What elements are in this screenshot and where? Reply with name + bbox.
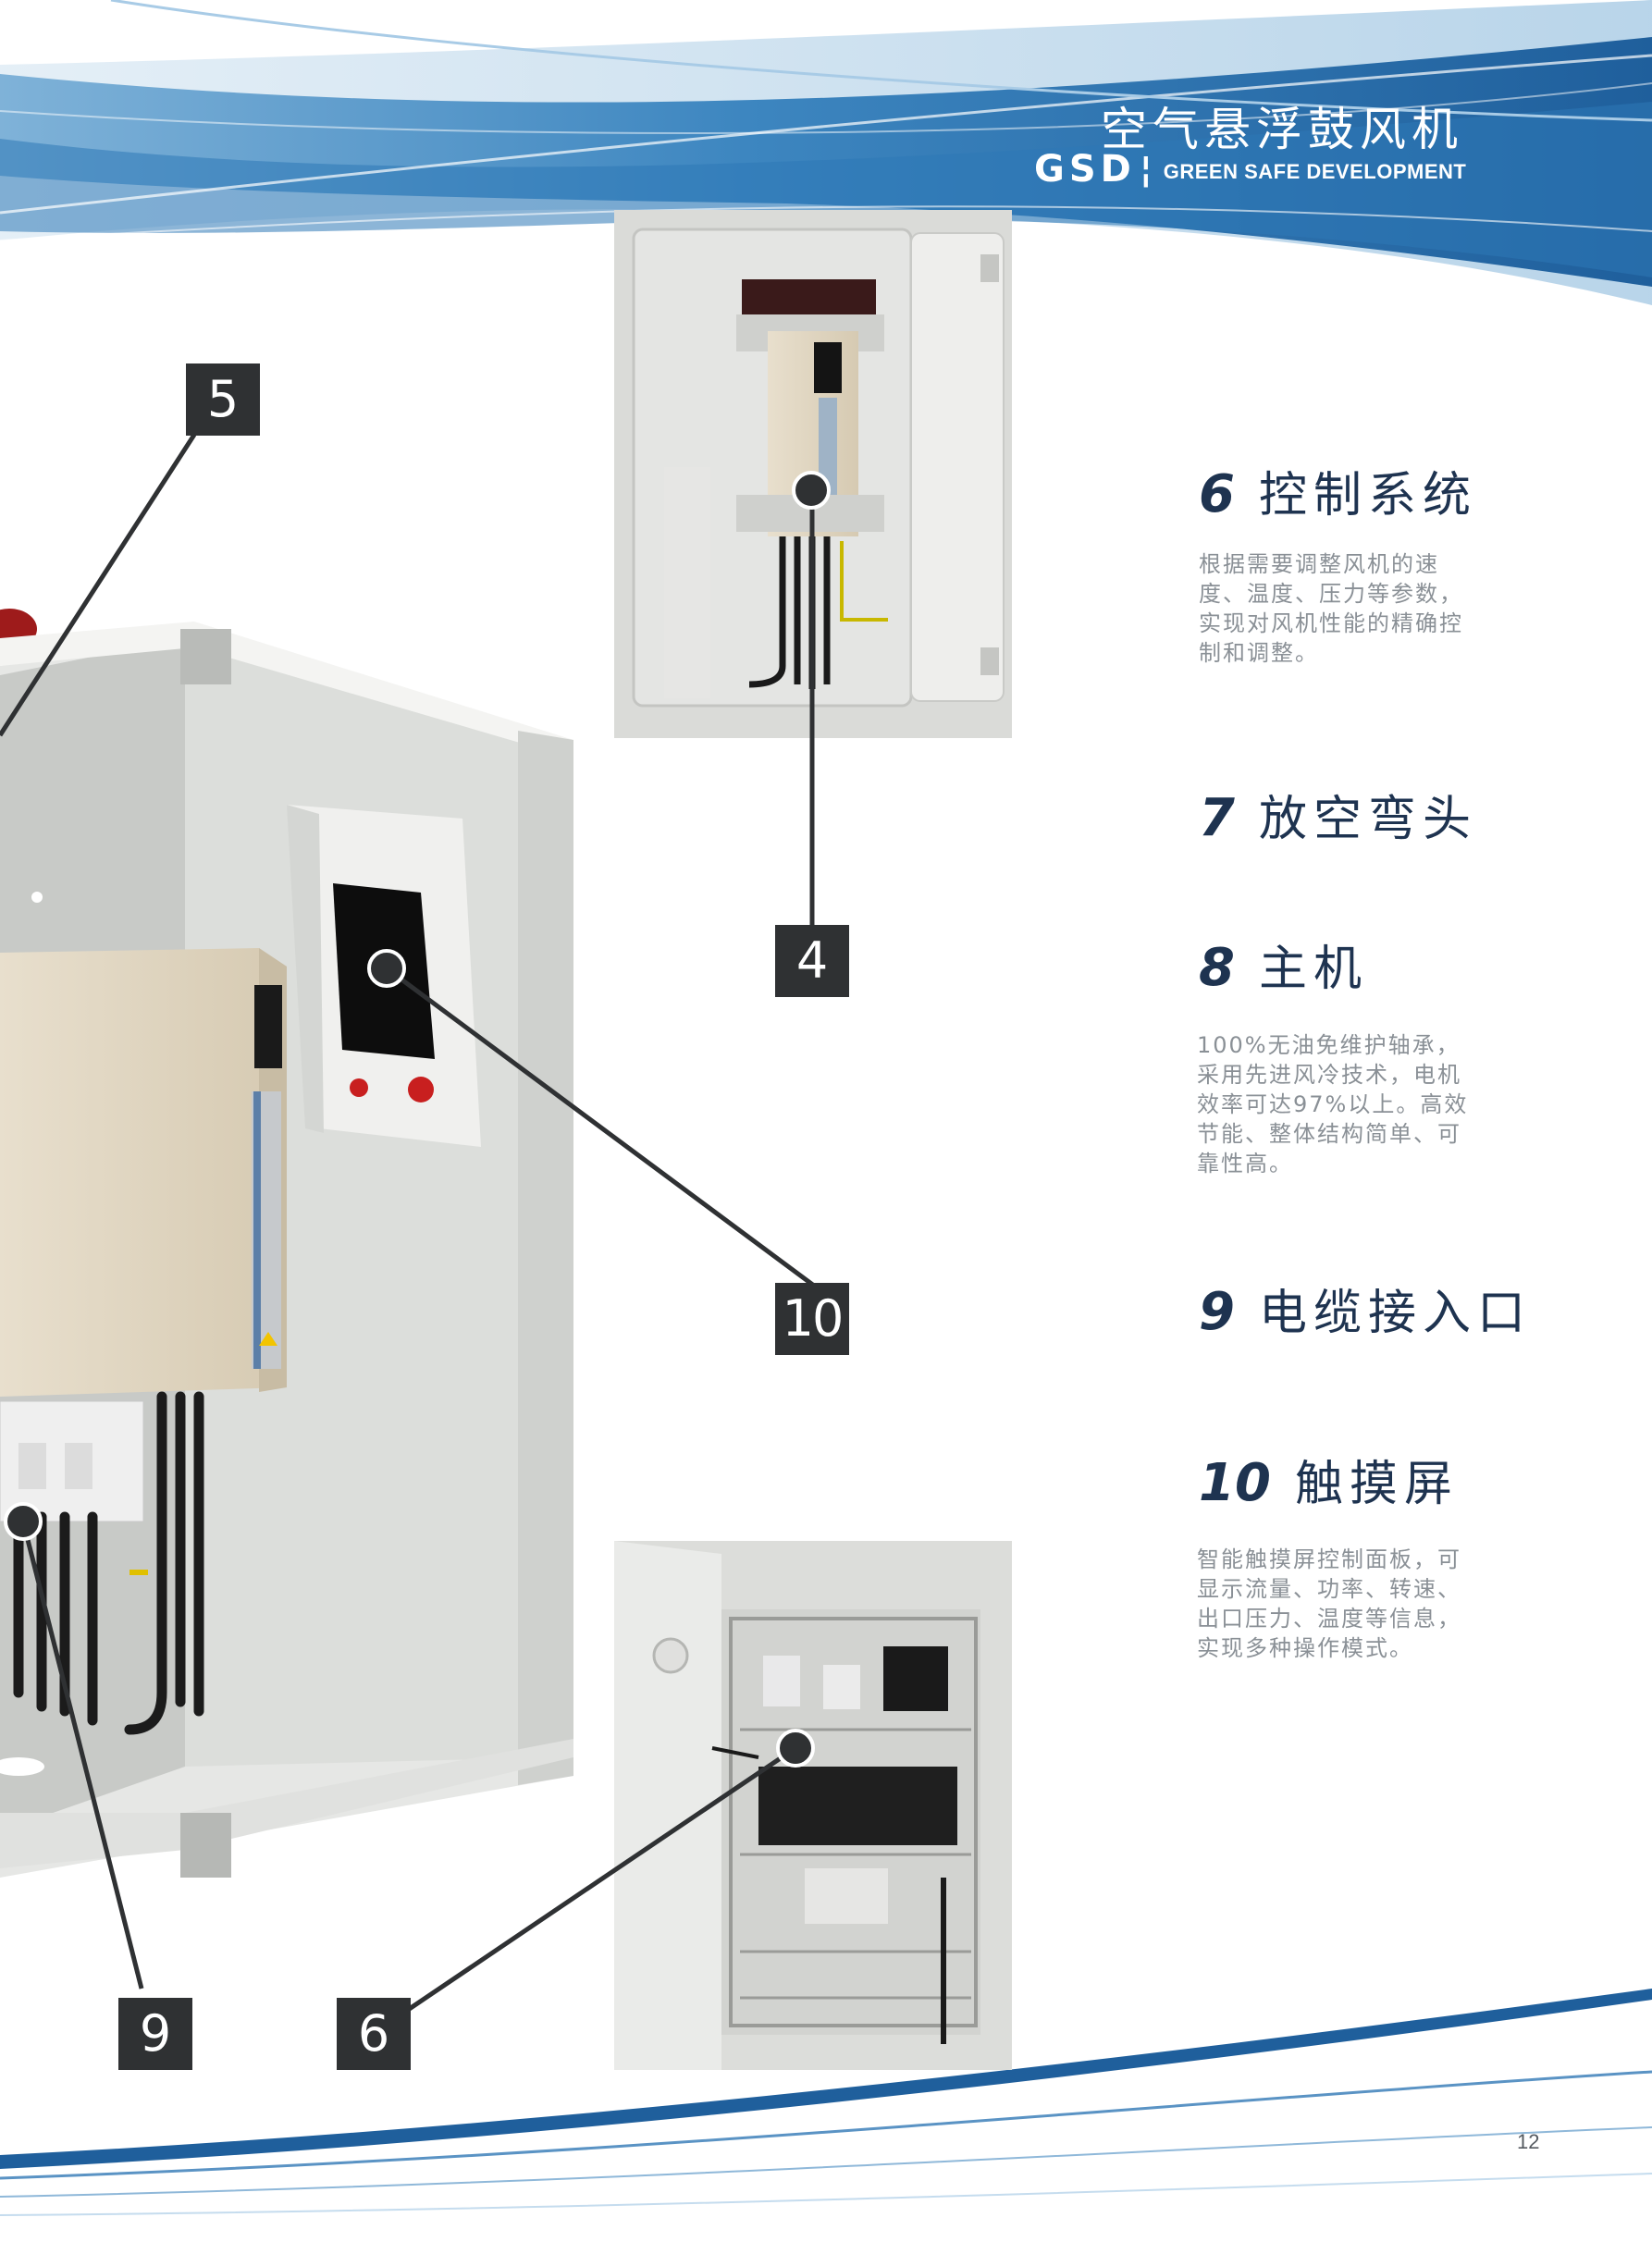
section-number: 9 bbox=[1199, 1282, 1235, 1342]
body-line: 智能触摸屏控制面板，可 bbox=[1197, 1546, 1461, 1572]
callout-marker-10: 10 bbox=[775, 1283, 849, 1355]
section-number: 7 bbox=[1199, 788, 1235, 848]
body-line: 显示流量、功率、转速、 bbox=[1197, 1576, 1461, 1602]
callout-marker-9: 9 bbox=[118, 1998, 192, 2070]
callout-marker-5: 5 bbox=[186, 363, 260, 436]
section-title: 主机 bbox=[1258, 942, 1368, 997]
cabinet-photo-bottom bbox=[614, 1541, 1012, 2070]
section-heading-7: 7 放空弯头 bbox=[1199, 780, 1477, 849]
section-number: 8 bbox=[1199, 938, 1235, 998]
brand-tagline: GREEN SAFE DEVELOPMENT bbox=[1163, 160, 1467, 183]
section-heading-8: 8 主机 bbox=[1199, 930, 1368, 999]
callout-marker-4: 4 bbox=[775, 925, 849, 997]
body-line: 实现多种操作模式。 bbox=[1197, 1635, 1413, 1661]
footer-wave bbox=[0, 1989, 1652, 2216]
section-heading-9: 9 电缆接入口 bbox=[1199, 1274, 1532, 1343]
section-title: 触摸屏 bbox=[1294, 1457, 1459, 1512]
brand-separator: ¦ bbox=[1139, 149, 1153, 190]
body-line: 采用先进风冷技术，电机 bbox=[1197, 1062, 1461, 1088]
body-line: 节能、整体结构简单、可 bbox=[1197, 1121, 1461, 1147]
body-line: 效率可达97%以上。高效 bbox=[1197, 1091, 1469, 1117]
callout-leader-lines bbox=[0, 433, 816, 2014]
body-line: 根据需要调整风机的速 bbox=[1199, 551, 1439, 577]
brand-name: GSD bbox=[1034, 148, 1136, 191]
header-title: 空气悬浮鼓风机 bbox=[1101, 103, 1463, 156]
section-number: 10 bbox=[1199, 1453, 1271, 1513]
body-line: 靠性高。 bbox=[1197, 1151, 1293, 1176]
section-title: 电缆接入口 bbox=[1258, 1286, 1532, 1341]
page-number: 12 bbox=[1517, 2130, 1540, 2153]
header-wave bbox=[0, 0, 1652, 305]
body-line: 制和调整。 bbox=[1199, 640, 1319, 666]
section-heading-6: 6 控制系统 bbox=[1199, 456, 1477, 525]
brand-logo: GSD ¦ GREEN SAFE DEVELOPMENT bbox=[1034, 148, 1466, 191]
section-body-8: 100%无油免维护轴承， 采用先进风冷技术，电机 效率可达97%以上。高效 节能… bbox=[1197, 1030, 1511, 1178]
section-title: 放空弯头 bbox=[1258, 792, 1477, 847]
section-title: 控制系统 bbox=[1258, 468, 1477, 524]
section-heading-10: 10 触摸屏 bbox=[1199, 1445, 1459, 1514]
section-body-10: 智能触摸屏控制面板，可 显示流量、功率、转速、 出口压力、温度等信息， 实现多种… bbox=[1197, 1545, 1511, 1663]
section-body-6: 根据需要调整风机的速 度、温度、压力等参数， 实现对风机性能的精确控 制和调整。 bbox=[1199, 549, 1513, 668]
section-number: 6 bbox=[1199, 464, 1235, 524]
callout-marker-6: 6 bbox=[337, 1998, 411, 2070]
body-line: 度、温度、压力等参数， bbox=[1199, 581, 1463, 607]
body-line: 100%无油免维护轴承， bbox=[1197, 1032, 1461, 1058]
body-line: 实现对风机性能的精确控 bbox=[1199, 610, 1463, 636]
body-line: 出口压力、温度等信息， bbox=[1197, 1606, 1461, 1632]
callout-dots bbox=[4, 471, 831, 1768]
cabinet-photo-top bbox=[614, 210, 1012, 738]
cabinet-main-illustration bbox=[0, 609, 573, 1878]
